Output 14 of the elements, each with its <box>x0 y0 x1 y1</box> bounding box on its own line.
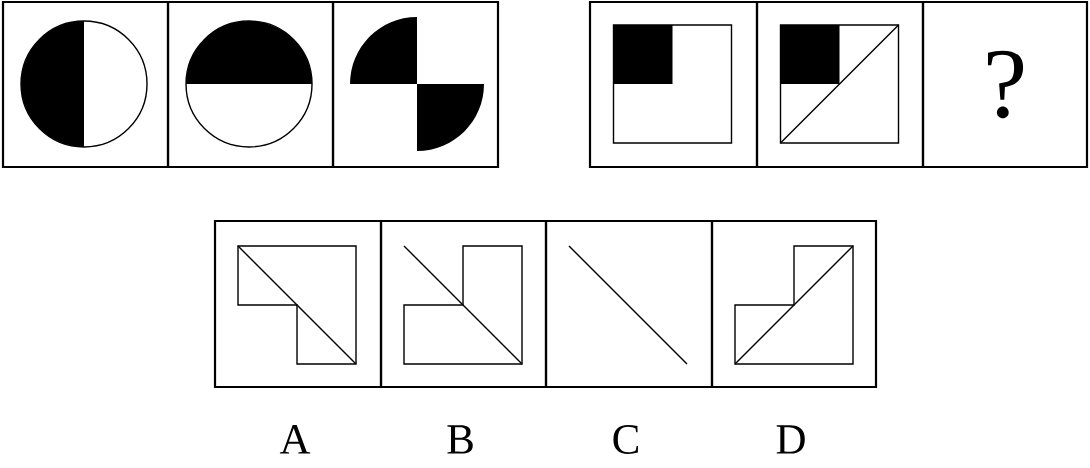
puzzle-cell <box>1 0 170 169</box>
puzzle-cell <box>755 0 925 169</box>
option-letter: B <box>447 425 473 454</box>
option-letter: A <box>279 425 311 454</box>
option-cell <box>379 219 548 389</box>
option-cell <box>213 219 383 389</box>
puzzle-cell: ? <box>921 0 1089 169</box>
option-cell <box>544 219 714 389</box>
puzzle-cell <box>588 0 759 169</box>
puzzle-cell <box>331 0 500 169</box>
option-letter: D <box>776 425 805 454</box>
option-letter: C <box>613 425 638 454</box>
option-cell <box>710 219 878 389</box>
puzzle-cell <box>166 0 335 169</box>
